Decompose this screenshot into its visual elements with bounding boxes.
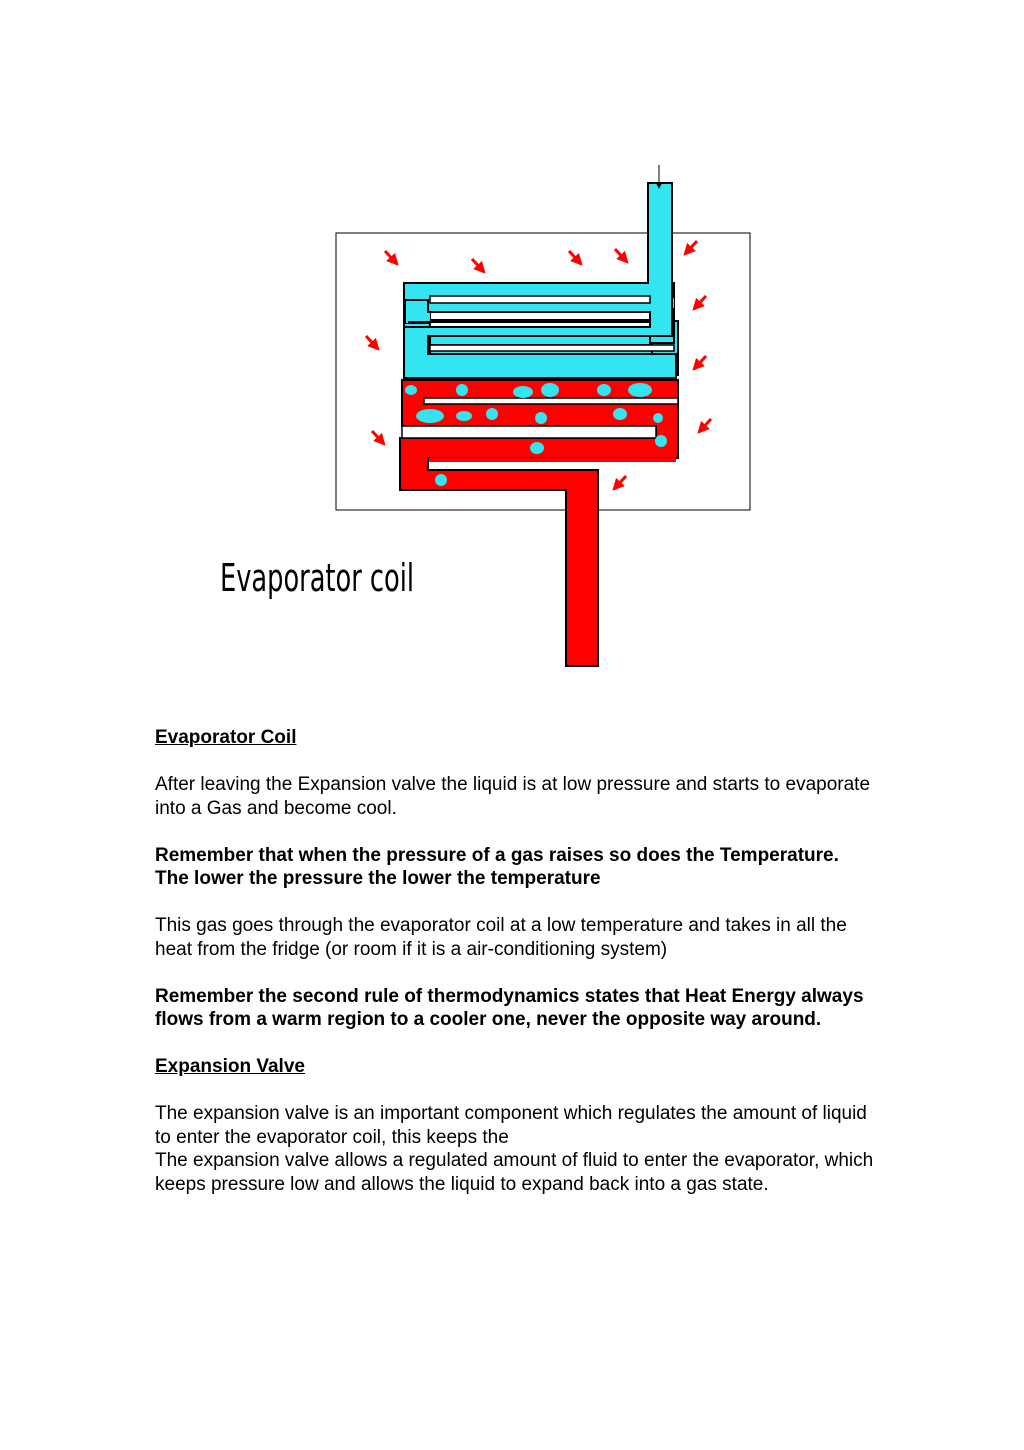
cold-serpentine (403, 182, 677, 379)
diagram-label: Evaporator coil (220, 556, 414, 600)
enclosure-box (335, 232, 751, 511)
expansion-valve-heading: Expansion Valve (155, 1056, 305, 1077)
pressure-temperature-note: Remember that when the pressure of a gas… (155, 844, 839, 890)
warm-serpentine (399, 379, 679, 667)
evaporator-coil-heading: Evaporator Coil (155, 727, 297, 748)
thermodynamics-note: Remember the second rule of thermodynami… (155, 985, 864, 1031)
expansion-valve-line-2: The expansion valve allows a regulated a… (155, 1150, 874, 1195)
heat-flow-arrow-icon (364, 239, 713, 491)
evaporator-coil-diagram: Evaporator coil (220, 165, 751, 667)
document-body: Evaporator Coil After leaving the Expans… (155, 726, 875, 1220)
expansion-valve-paragraph: The expansion valve is an important comp… (155, 1102, 875, 1196)
gas-bubble-icon (405, 383, 667, 486)
evaporator-paragraph-2: This gas goes through the evaporator coi… (155, 915, 847, 960)
evaporator-paragraph-1: After leaving the Expansion valve the li… (155, 774, 871, 819)
expansion-valve-line-1: The expansion valve is an important comp… (155, 1103, 867, 1148)
